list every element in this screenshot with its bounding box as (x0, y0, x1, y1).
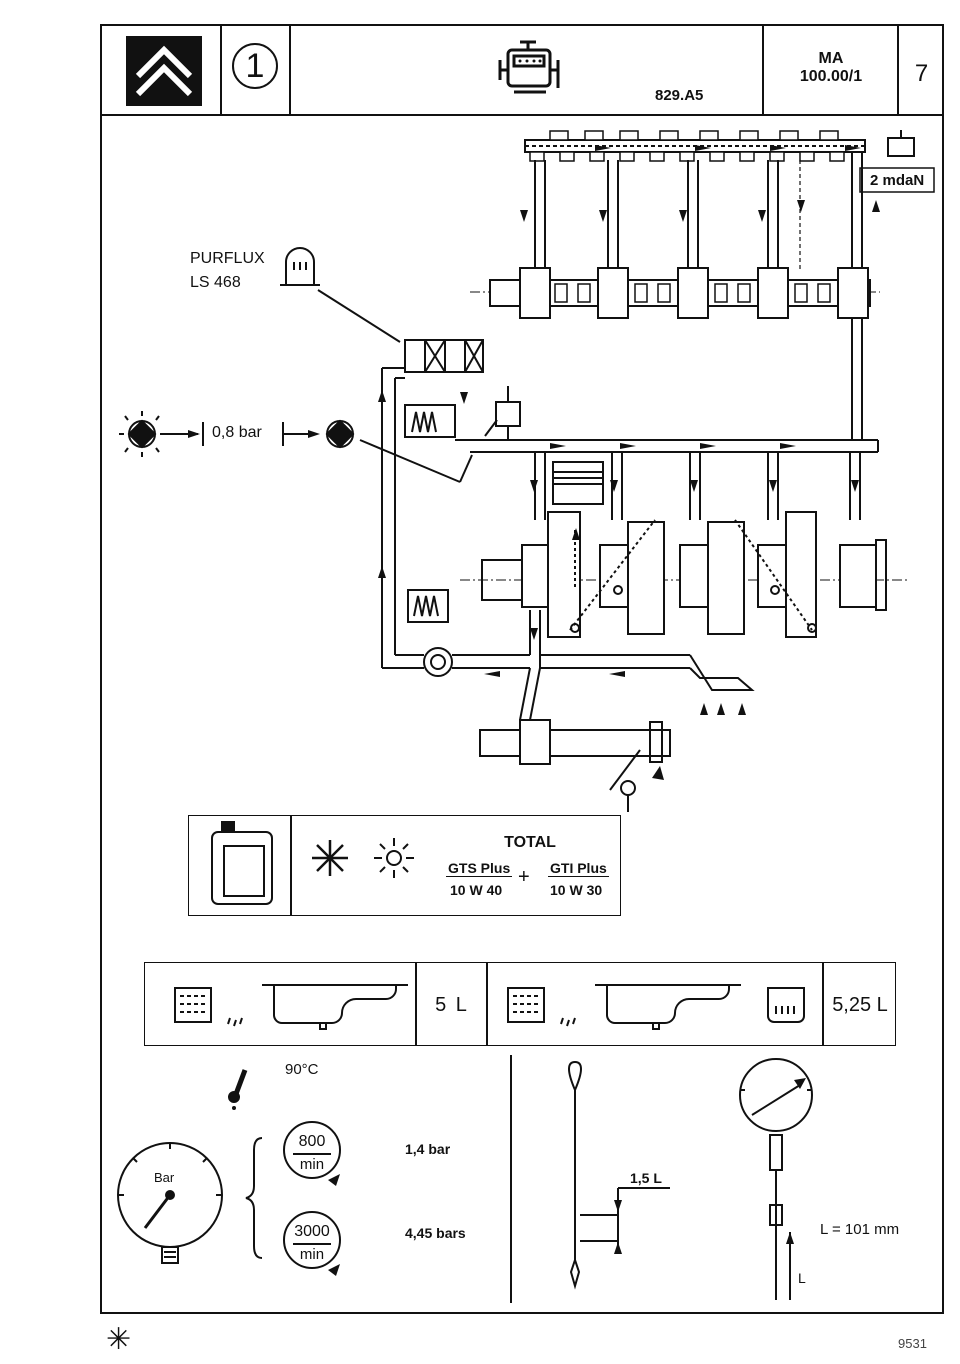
section-circle: 1 (232, 43, 278, 89)
header-sep (762, 24, 764, 115)
pressure-switch-value: 0,8 bar (212, 424, 262, 441)
rpm1-unit: min (299, 1156, 325, 1173)
filter-model: LS 468 (190, 274, 241, 291)
section-number: 1 (245, 47, 265, 85)
oil-spec-sep (290, 815, 292, 916)
header-divider (100, 114, 944, 116)
rpm1-value: 800 (298, 1133, 326, 1150)
capacity-with-filter: 5,25 L (832, 994, 888, 1016)
capacity-without-filter: 5 L (435, 994, 469, 1016)
dipstick-length-symbol: L (798, 1270, 806, 1286)
pressure2: 4,45 bars (405, 1225, 466, 1241)
header-sep (289, 24, 291, 115)
oil-plus-sign: + (518, 866, 530, 888)
filter-brand: PURFLUX (190, 250, 265, 267)
oil-brand: TOTAL (504, 834, 556, 851)
engine-code: 829.A5 (655, 87, 704, 104)
capacity-sep (822, 962, 824, 1046)
test-temperature: 90°C (285, 1061, 319, 1078)
citroen-logo (126, 36, 202, 106)
dipstick-length: L = 101 mm (820, 1221, 900, 1238)
oil-grade2-name: GTI Plus (548, 860, 609, 877)
page-number: 7 (914, 60, 929, 87)
rpm2-value: 3000 (294, 1223, 330, 1240)
oil-grade2-visc: 10 W 30 (550, 882, 603, 898)
capacity-sep (486, 962, 488, 1046)
capacity-sep (415, 962, 417, 1046)
bottom-sep (510, 1055, 512, 1303)
ref-bottom: 100.00/1 (799, 68, 863, 85)
pressure1: 1,4 bar (405, 1141, 451, 1157)
footer-asterisk: ✳ (106, 1323, 132, 1356)
doc-number: 9531 (898, 1336, 927, 1351)
dipstick-volume: 1,5 L (630, 1170, 662, 1186)
snowflake-icon (312, 840, 348, 876)
torque-value: 2 mdaN (870, 172, 925, 189)
page-frame (100, 24, 944, 1314)
gauge-label: Bar (154, 1170, 175, 1185)
header-sep (897, 24, 899, 115)
ref-top: MA (818, 50, 844, 67)
oil-grade1-visc: 10 W 40 (450, 882, 503, 898)
sun-icon (374, 838, 414, 878)
rpm2-unit: min (299, 1246, 325, 1263)
header-sep (220, 24, 222, 115)
oil-grade1-name: GTS Plus (446, 860, 513, 877)
capacity-box (144, 962, 896, 1046)
oil-spec-box (188, 815, 621, 916)
